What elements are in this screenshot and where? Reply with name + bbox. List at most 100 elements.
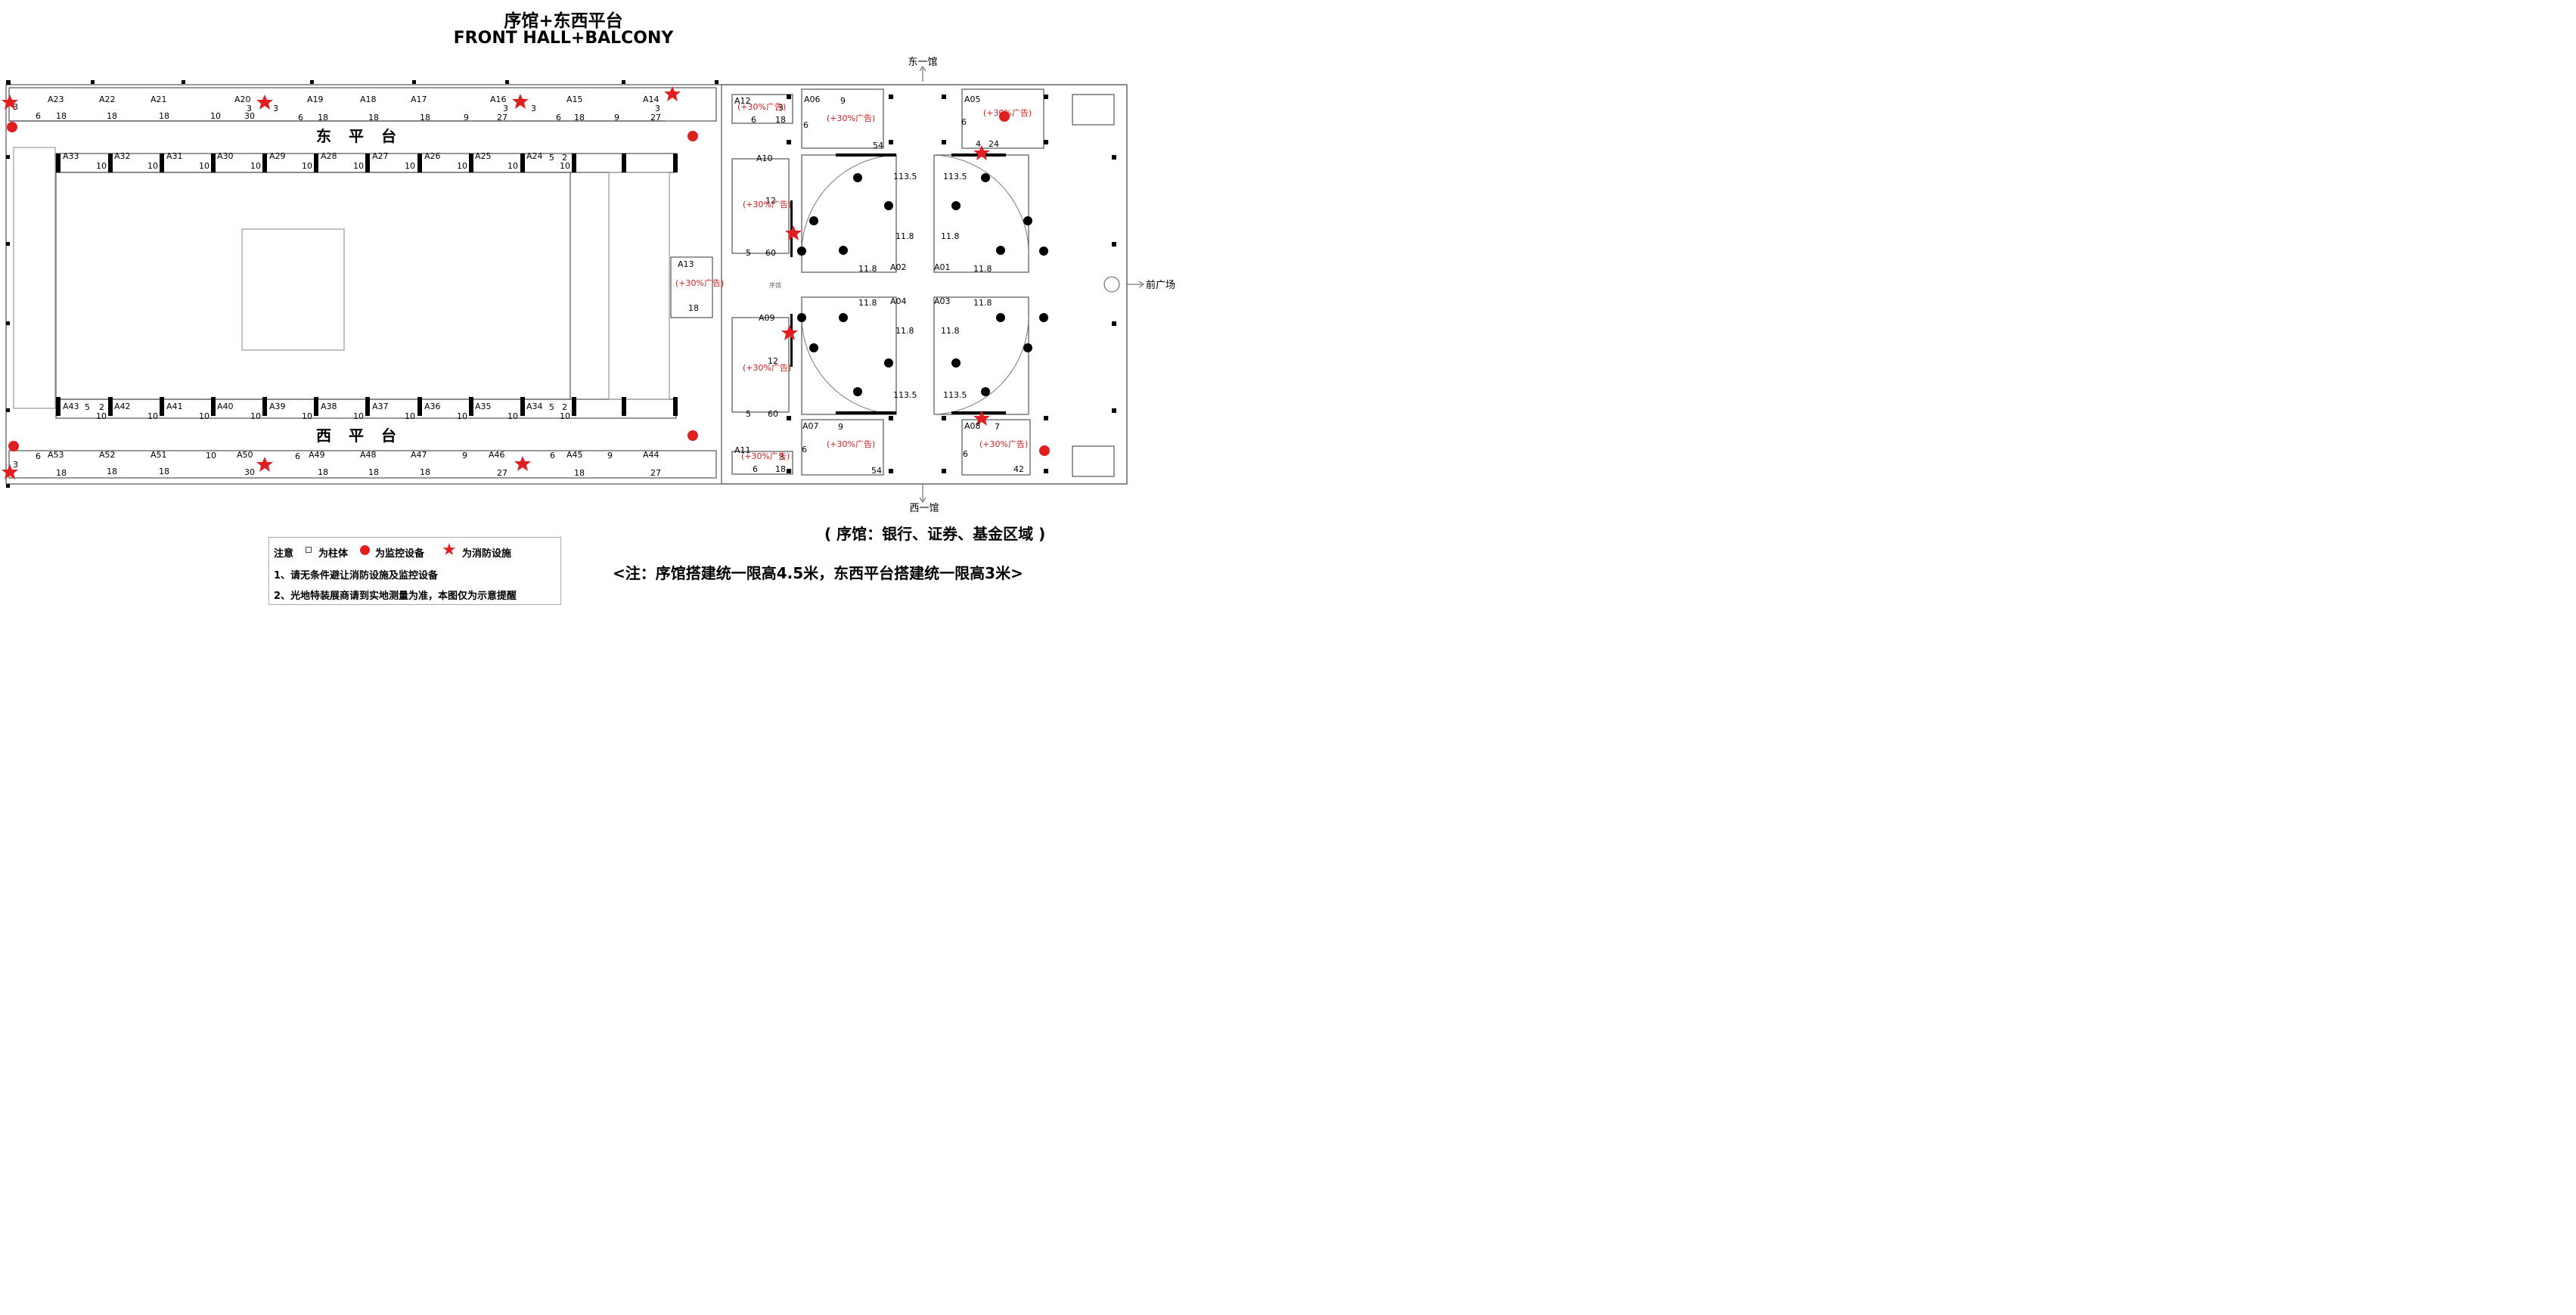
dimension-label: 18 xyxy=(688,303,699,313)
dimension-label: 10 xyxy=(199,411,209,421)
booth-a38: A38 xyxy=(321,402,337,411)
booth-a34: A34 xyxy=(526,402,543,411)
dimension-label: 6 xyxy=(802,445,807,454)
monitor-markers xyxy=(7,111,1050,456)
dimension-label: 11.8 xyxy=(941,231,960,241)
monitor-legend-icon xyxy=(360,545,370,555)
booth-a05: A05 xyxy=(964,95,981,104)
dimension-label: 18 xyxy=(574,113,585,123)
dimension-label: 11.8 xyxy=(895,231,914,241)
dimension-label: 10 xyxy=(250,411,261,421)
dimension-label: 3 xyxy=(13,460,18,470)
dimension-label: 6 xyxy=(556,113,561,123)
booth-a45: A45 xyxy=(566,450,583,460)
dimension-label: 27 xyxy=(497,468,507,478)
dimension-label: 3 xyxy=(655,104,660,113)
booth-a31: A31 xyxy=(166,151,183,161)
dimension-label: 30 xyxy=(244,467,255,477)
ad-tag-label: (+30%广告) xyxy=(743,363,791,373)
booth-a52: A52 xyxy=(99,450,116,460)
dimension-label: 24 xyxy=(989,139,999,149)
dimension-label: 6 xyxy=(298,113,303,123)
legend: 注意 为柱体 为监控设备 ★ 为消防设施 1、请无条件避让消防设施及监控设备 2… xyxy=(268,537,561,605)
plan-title-en: FRONT HALL+BALCONY xyxy=(453,29,674,48)
ad-tag-label: (+30%广告) xyxy=(675,278,724,288)
plan-title-zh: 序馆+东西平台 xyxy=(504,11,623,31)
dimension-label: 10 xyxy=(147,411,158,421)
booth-a02: A02 xyxy=(890,262,907,272)
dimension-label: 18 xyxy=(775,115,786,125)
dimension-label: 10 xyxy=(405,161,415,171)
booth-a22: A22 xyxy=(99,95,116,104)
height-note: <注：序馆搭建统一限高4.5米，东西平台搭建统一限高3米> xyxy=(613,564,1023,582)
dimension-label: 2 xyxy=(99,402,104,412)
dimension-label: 10 xyxy=(507,411,518,421)
booth-a16: A16 xyxy=(490,95,507,104)
booth-a23: A23 xyxy=(48,95,64,104)
dimension-label: 113.5 xyxy=(943,172,967,181)
dimension-label: 18 xyxy=(368,467,379,477)
dimension-label: 11.8 xyxy=(858,298,877,308)
dimension-label: 5 xyxy=(549,153,554,163)
dimension-label: 11.8 xyxy=(858,264,877,274)
dimension-label: 113.5 xyxy=(893,390,917,400)
dimension-label: 18 xyxy=(56,468,67,478)
dimension-label: 10 xyxy=(147,161,158,171)
booth-a09: A09 xyxy=(759,313,775,323)
dimension-label: 30 xyxy=(244,111,255,121)
booth-a26: A26 xyxy=(424,151,441,161)
booth-a25: A25 xyxy=(475,151,492,161)
dimension-label: 10 xyxy=(250,161,261,171)
region-caption: ( 序馆：银行、证券、基金区域 ) xyxy=(824,525,1046,543)
rotunda-arcs xyxy=(801,154,1029,415)
booth-a49: A49 xyxy=(309,450,325,460)
booth-a11: A11 xyxy=(734,445,751,455)
ad-tag-label: (+30%广告) xyxy=(827,439,875,449)
booth-a46: A46 xyxy=(489,450,505,460)
dimension-label: 9 xyxy=(464,113,469,123)
dimension-label: 10 xyxy=(210,111,221,121)
dimension-label: 9 xyxy=(462,451,467,461)
dimension-label: 60 xyxy=(765,248,776,258)
booth-a29: A29 xyxy=(269,151,286,161)
dimension-label: 10 xyxy=(96,411,107,421)
legend-note-2: 2、光地特装展商请到实地测量为准，本图仅为示意提醒 xyxy=(274,591,517,602)
legend-fire: 为消防设施 xyxy=(462,548,512,560)
dimension-label: 12 xyxy=(765,196,776,206)
booth-a48: A48 xyxy=(360,450,377,460)
dimension-label: 27 xyxy=(650,113,661,123)
booth-a32: A32 xyxy=(114,151,131,161)
ad-tag-label: (+30%广告) xyxy=(743,200,791,209)
ad-tag-label: (+30%广告) xyxy=(737,102,786,112)
plan-walls xyxy=(5,84,1128,485)
dimension-label: 18 xyxy=(159,467,169,476)
dimension-label: 6 xyxy=(36,451,41,461)
booth-a50: A50 xyxy=(237,450,253,460)
dimension-label: 6 xyxy=(751,115,756,125)
rotunda-pillars xyxy=(797,173,1048,396)
dimension-label: 9 xyxy=(614,113,619,123)
dimension-label: 9 xyxy=(840,96,846,106)
dimension-label: 5 xyxy=(549,402,554,412)
dimension-label: 10 xyxy=(405,411,415,421)
dimension-label: 6 xyxy=(550,451,555,461)
dimension-label: 18 xyxy=(107,111,117,121)
booth-a30: A30 xyxy=(217,151,234,161)
dimension-label: 27 xyxy=(650,468,661,478)
direction-arrows xyxy=(919,66,1144,503)
dimension-label: 3 xyxy=(778,103,784,113)
booth-a21: A21 xyxy=(151,95,167,104)
dimension-label: 18 xyxy=(159,111,169,121)
ad-tag-label: (+30%广告) xyxy=(741,451,790,461)
front-square-label: 前广场 xyxy=(1146,279,1175,291)
booth-a35: A35 xyxy=(475,402,492,411)
dimension-label: 9 xyxy=(607,451,613,461)
ad-tag-label: (+30%广告) xyxy=(979,439,1028,449)
dimension-label: 9 xyxy=(838,422,843,432)
column-markers xyxy=(6,80,1116,488)
dimension-label: 18 xyxy=(574,468,585,478)
dimension-label: 3 xyxy=(13,102,18,112)
dimension-label: 3 xyxy=(531,104,536,113)
